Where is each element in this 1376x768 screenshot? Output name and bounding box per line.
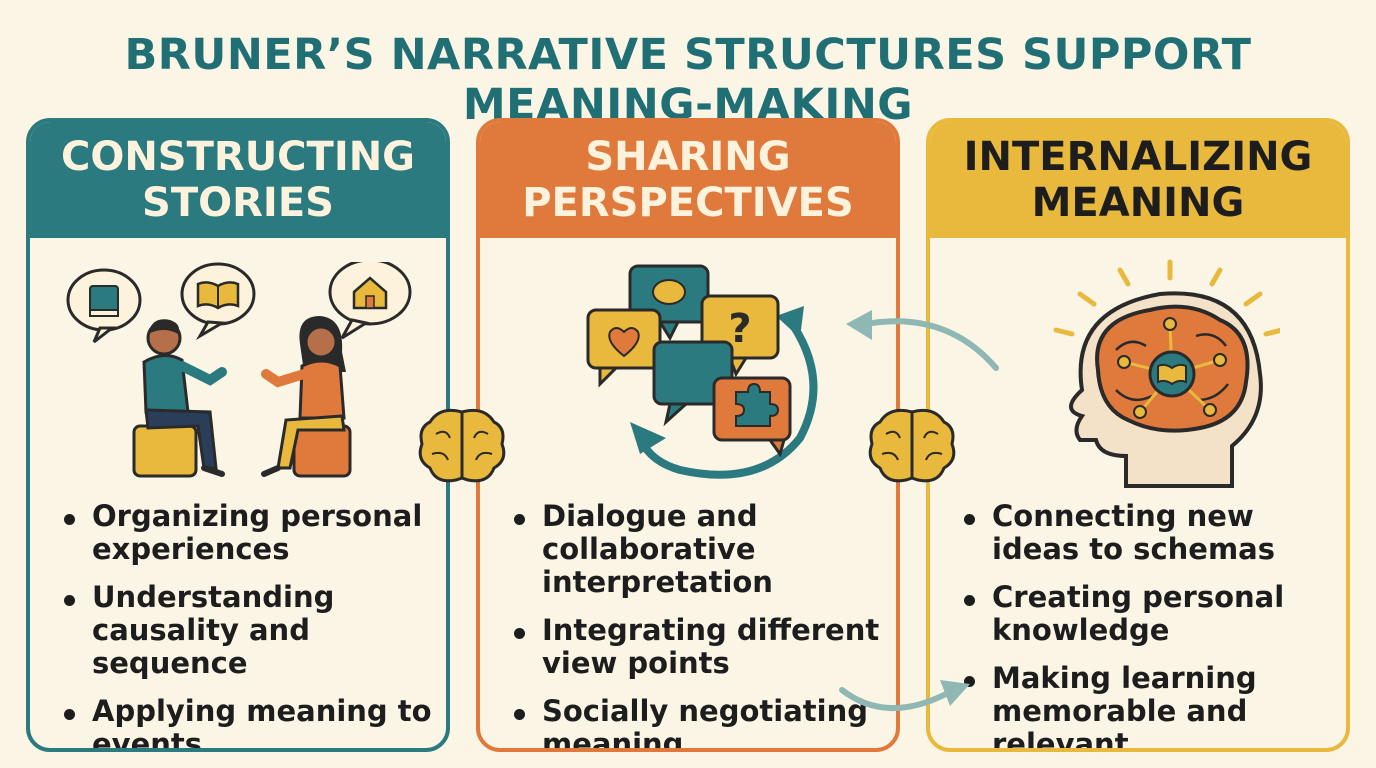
page-title: BRUNER’S NARRATIVE STRUCTURES SUPPORT ME… — [124, 30, 1252, 130]
bullet-item: Connecting new ideas to schemas — [960, 500, 1338, 566]
bullet-item: Applying meaning to events — [60, 695, 438, 748]
bullet-item: Understanding causality and sequence — [60, 581, 438, 680]
open-book-icon — [180, 262, 256, 341]
bullet-item: Organizing personal experiences — [60, 500, 438, 566]
panel-sharing-perspectives: SHARING PERSPECTIVES ? — [476, 118, 900, 752]
bullet-list: Organizing personal experiences Understa… — [60, 500, 438, 748]
speech-bubbles-illustration: ? — [586, 264, 818, 479]
panel-heading: INTERNALIZING MEANING — [930, 122, 1346, 238]
bullet-list: Connecting new ideas to schemas Creating… — [960, 500, 1338, 748]
bullet-item: Making learning memorable and relevant — [960, 662, 1338, 748]
puzzle-icon — [712, 376, 792, 458]
bullet-item: Integrating different view points — [510, 614, 888, 680]
bullet-list: Dialogue and collaborative interpretatio… — [510, 500, 888, 748]
book-icon — [66, 268, 142, 344]
brain-icon — [418, 408, 506, 483]
panel-heading: SHARING PERSPECTIVES — [480, 122, 896, 238]
heading-line-1: CONSTRUCTING — [60, 134, 416, 180]
head-brain-icon — [1053, 259, 1280, 488]
bullet-item: Creating personal knowledge — [960, 581, 1338, 647]
svg-text:?: ? — [728, 306, 751, 352]
bullet-item: Dialogue and collaborative interpretatio… — [510, 500, 888, 599]
speech-bubble-icon — [628, 264, 710, 342]
heading-line-2: STORIES — [142, 180, 334, 226]
brain-icon — [868, 408, 956, 483]
house-icon — [328, 262, 412, 340]
arrow-forward-icon — [839, 680, 970, 712]
panel-constructing-stories: CONSTRUCTING STORIES — [26, 118, 450, 752]
arrow-back-icon — [846, 310, 999, 371]
panel-internalizing-meaning: INTERNALIZING MEANING — [926, 118, 1350, 752]
storytelling-people-illustration — [66, 262, 412, 478]
heading-line-1: SHARING — [585, 134, 791, 180]
heart-icon — [586, 308, 662, 388]
heading-line-2: PERSPECTIVES — [522, 180, 854, 226]
cycle-arrows-icon — [630, 306, 818, 479]
panel-heading: CONSTRUCTING STORIES — [30, 122, 446, 238]
heading-line-1: INTERNALIZING — [963, 134, 1313, 180]
bullet-item: Socially negotiating meaning — [510, 695, 888, 748]
heading-line-2: MEANING — [1031, 180, 1245, 226]
